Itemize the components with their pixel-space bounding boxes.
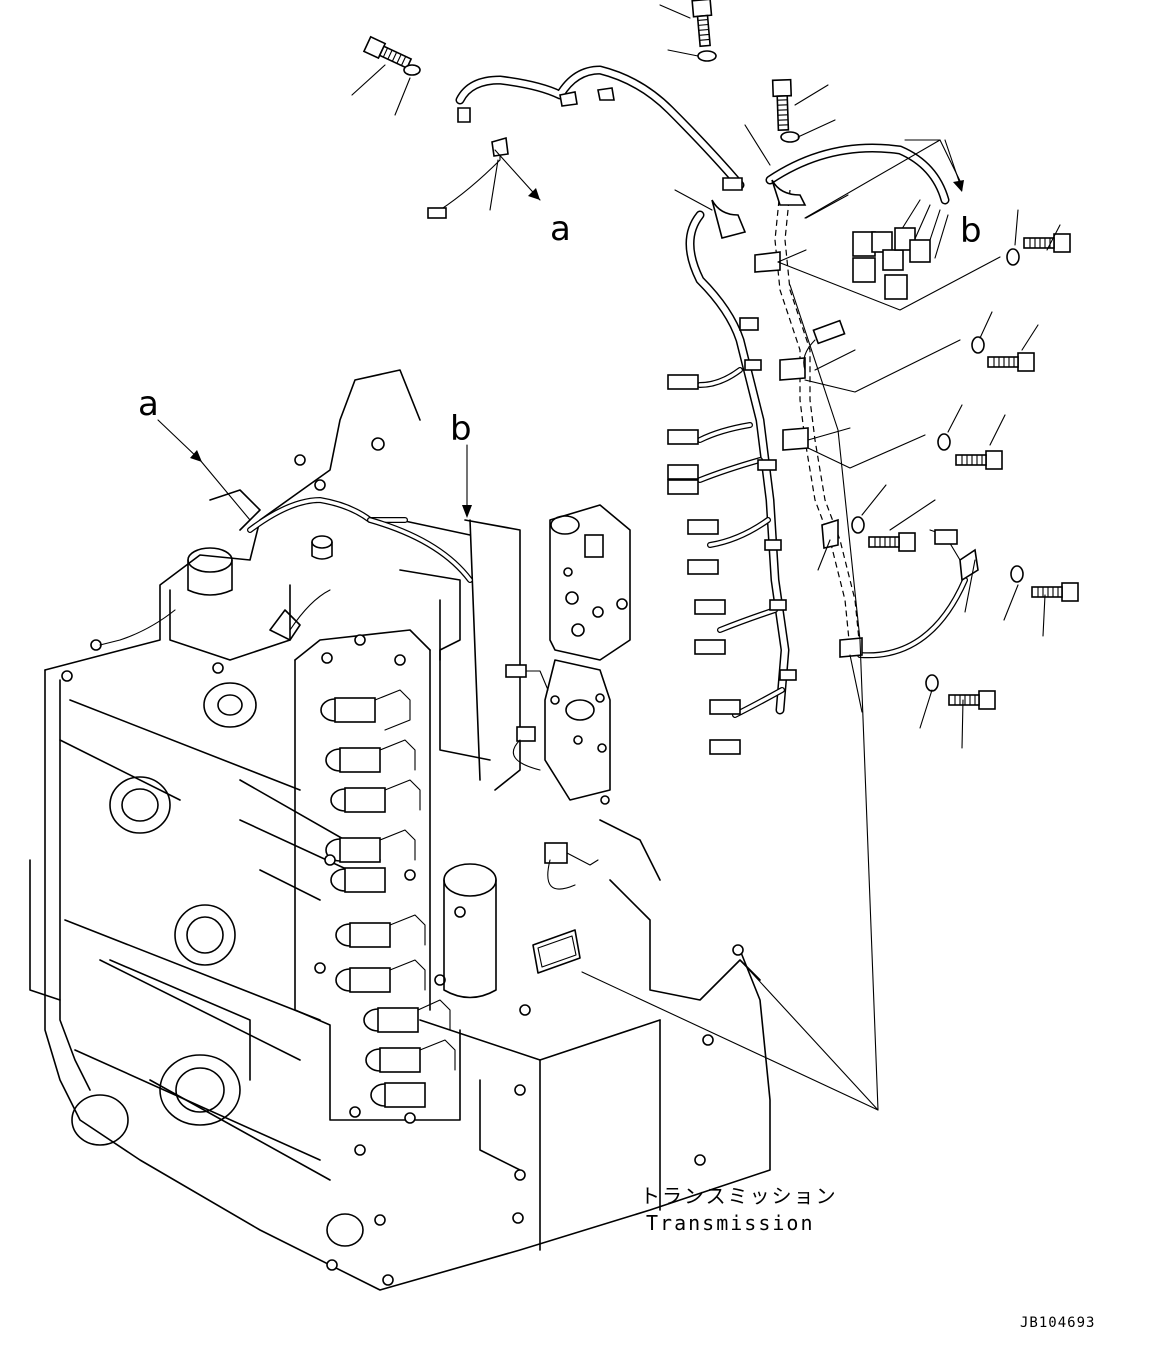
caption-japanese: トランスミッション [640,1184,838,1208]
installed-harness [99,497,473,646]
transmission-housing [29,369,771,1291]
caption-english: Transmission [646,1211,815,1235]
leader-lines [351,4,1061,1111]
label-a-housing: a [138,384,159,424]
label-a-harness: a [550,209,571,249]
label-b-housing: b [450,409,472,449]
exploded-harness [427,65,979,755]
view-labels: a b a b [138,209,982,449]
bolts-and-washers [362,0,1079,710]
arrows [157,139,964,521]
label-b-harness: b [960,211,982,251]
drawing-code: JB104693 [1020,1315,1095,1331]
caption: トランスミッション Transmission [640,1184,838,1235]
control-valve-stack [209,489,631,1124]
